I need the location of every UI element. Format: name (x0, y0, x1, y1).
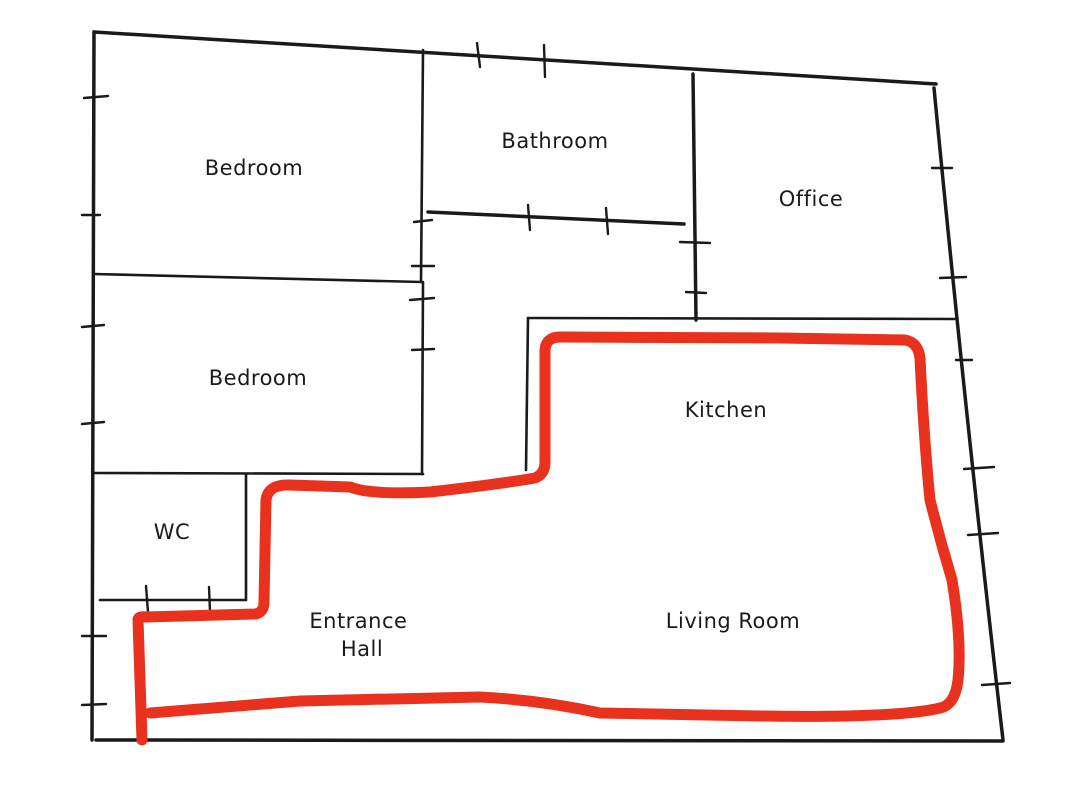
highlight-outline (132, 331, 965, 746)
interior-walls (92, 48, 957, 602)
room-label-bathroom: Bathroom (501, 129, 608, 153)
window-tick (80, 323, 106, 329)
wall-office-bottom (526, 316, 957, 321)
outer-walls (90, 30, 1005, 743)
window-tick (962, 465, 996, 471)
wall-bedroom-bottom (92, 471, 425, 476)
door-tick (526, 203, 532, 232)
door-tick (604, 206, 610, 236)
window-tick (966, 531, 1000, 537)
door-tick (207, 585, 212, 614)
wall-bedroom-hall-lower (420, 280, 425, 476)
outer-wall-left (90, 30, 96, 742)
wall-bedroom-divider (92, 272, 424, 284)
door-tick (410, 347, 436, 352)
wall-bedroom-bathroom (419, 48, 425, 284)
window-tick (542, 43, 547, 79)
room-label-wc: WC (154, 520, 190, 544)
window-tick (80, 702, 108, 707)
room-label-entrance-hall-line2: Hall (341, 637, 383, 661)
window-tick (938, 275, 968, 280)
door-tick (684, 290, 708, 295)
window-tick (475, 41, 482, 69)
room-label-bedroom-upper: Bedroom (205, 156, 303, 180)
door-tick (144, 584, 150, 614)
window-tick (82, 94, 110, 100)
room-label-office: Office (779, 187, 844, 211)
door-tick (408, 296, 436, 302)
door-tick (412, 218, 434, 224)
outer-wall-right (932, 86, 1005, 742)
wall-kitchen-left (524, 316, 530, 472)
room-label-entrance-hall-line1: Entrance (309, 609, 407, 633)
room-label-kitchen: Kitchen (685, 398, 767, 422)
wall-bathroom-bottom (426, 210, 686, 226)
room-label-entrance-hall: Entrance Hall (309, 609, 414, 661)
room-labels: Bedroom Bathroom Office Bedroom Kitchen … (154, 129, 844, 661)
outer-wall-bottom (94, 738, 1005, 743)
room-label-bedroom-lower: Bedroom (209, 366, 307, 390)
tick-marks (80, 41, 1012, 707)
wall-bathroom-office (691, 72, 698, 322)
door-tick (678, 240, 712, 245)
window-tick (80, 420, 106, 426)
room-label-living-room: Living Room (666, 609, 800, 633)
window-tick (980, 681, 1012, 687)
outer-wall-top (92, 30, 938, 86)
